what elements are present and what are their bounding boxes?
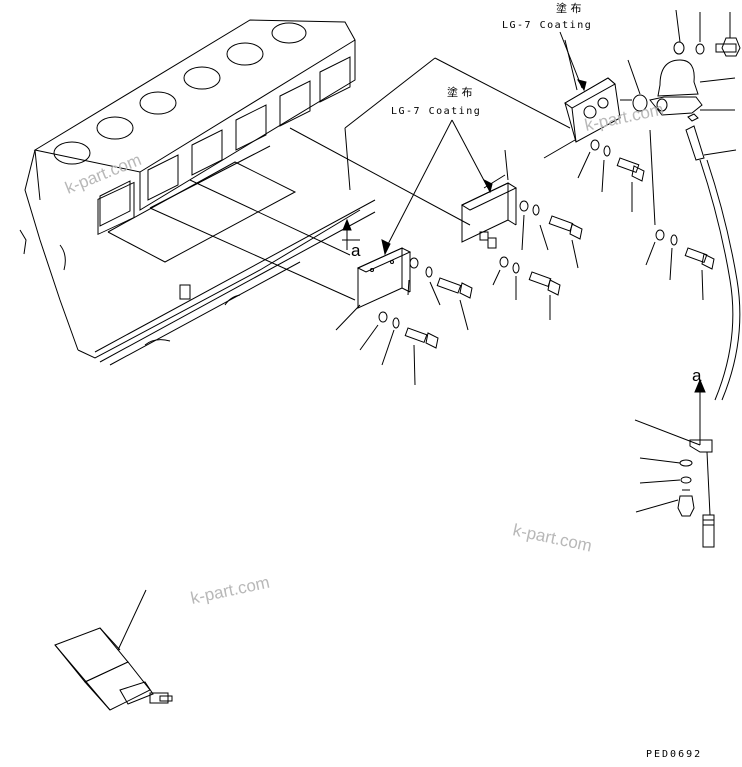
view-ref-a-left: a [351, 241, 361, 260]
watermark-2: k-part.com [583, 100, 665, 135]
view-ref-a-right: a [692, 366, 702, 385]
coating-label-top: 塗 布 LG-7 Coating [502, 1, 592, 31]
breather-assembly [649, 9, 741, 401]
heater-element [54, 589, 173, 711]
watermark-4: k-part.com [189, 573, 271, 608]
side-cover-top [543, 39, 715, 301]
coating-label-center: 塗 布 LG-7 Coating [391, 85, 481, 117]
view-a-right: a [692, 366, 702, 385]
watermark-3: k-part.com [511, 520, 593, 555]
coating-label-center-en: LG-7 Coating [391, 106, 481, 117]
coating-label-top-jp: 塗 布 [556, 1, 582, 15]
view-a-left: a [342, 218, 361, 260]
watermark-1: k-part.com [62, 150, 144, 198]
side-cover-front [335, 247, 473, 386]
drawing-code: PED0692 [646, 749, 702, 760]
cover-outlines [107, 57, 571, 301]
tube-bracket [634, 378, 715, 548]
side-cover-middle [460, 149, 583, 320]
watermarks: k-part.com k-part.com k-part.com k-part.… [62, 100, 665, 608]
coating-label-top-en: LG-7 Coating [502, 20, 592, 31]
cylinder-block [19, 19, 376, 366]
coating-label-center-jp: 塗 布 [447, 85, 473, 99]
